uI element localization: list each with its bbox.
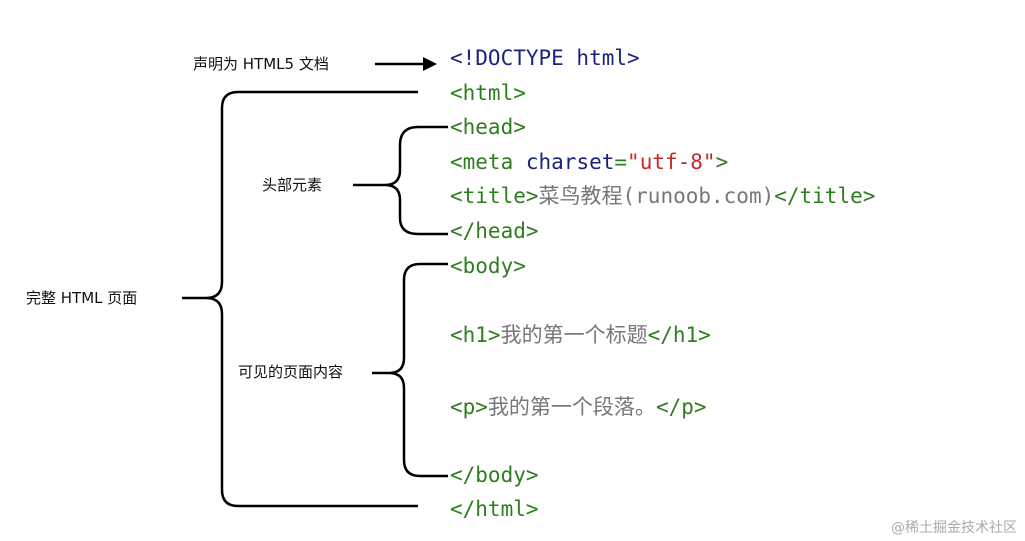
p-open: <p> <box>450 395 488 419</box>
head-elements-label: 头部元素 <box>262 176 323 194</box>
meta-close: > <box>715 150 729 174</box>
code-body-open: <body> <box>450 254 526 278</box>
meta-attr: charset <box>525 150 615 174</box>
full-page-label: 完整 HTML 页面 <box>26 289 138 307</box>
code-head-open: <head> <box>450 115 526 139</box>
title-close: </title> <box>774 184 876 208</box>
h1-open: <h1> <box>450 323 501 347</box>
code-head-close: </head> <box>450 219 539 243</box>
title-text: 菜鸟教程(runoob.com) <box>538 184 775 208</box>
full-page-brace <box>182 90 418 508</box>
visible-content-label: 可见的页面内容 <box>238 363 344 381</box>
title-open: <title> <box>450 184 539 208</box>
watermark: @稀土掘金技术社区 <box>891 520 1017 536</box>
p-text: 我的第一个段落。 <box>487 395 656 419</box>
code-html-close: </html> <box>450 497 539 521</box>
meta-value: "utf-8" <box>627 150 716 174</box>
code-body-close: </body> <box>450 463 539 487</box>
meta-eq: = <box>614 150 628 174</box>
doctype-note-label: 声明为 HTML5 文档 <box>193 55 329 73</box>
code-doctype: <!DOCTYPE html> <box>450 46 640 70</box>
doctype-arrow-head <box>423 57 437 71</box>
head-brace <box>353 125 448 236</box>
h1-text: 我的第一个标题 <box>500 323 648 347</box>
code-meta-line: <meta charset="utf-8"> <box>450 148 728 176</box>
code-html-open: <html> <box>450 81 526 105</box>
code-p-line: <p>我的第一个段落。</p> <box>450 393 707 421</box>
h1-close: </h1> <box>647 323 711 347</box>
code-h1-line: <h1>我的第一个标题</h1> <box>450 321 711 349</box>
body-brace <box>372 262 448 478</box>
code-title-line: <title>菜鸟教程(runoob.com)</title> <box>450 182 875 210</box>
p-close: </p> <box>655 395 707 419</box>
meta-open: <meta <box>450 150 514 174</box>
